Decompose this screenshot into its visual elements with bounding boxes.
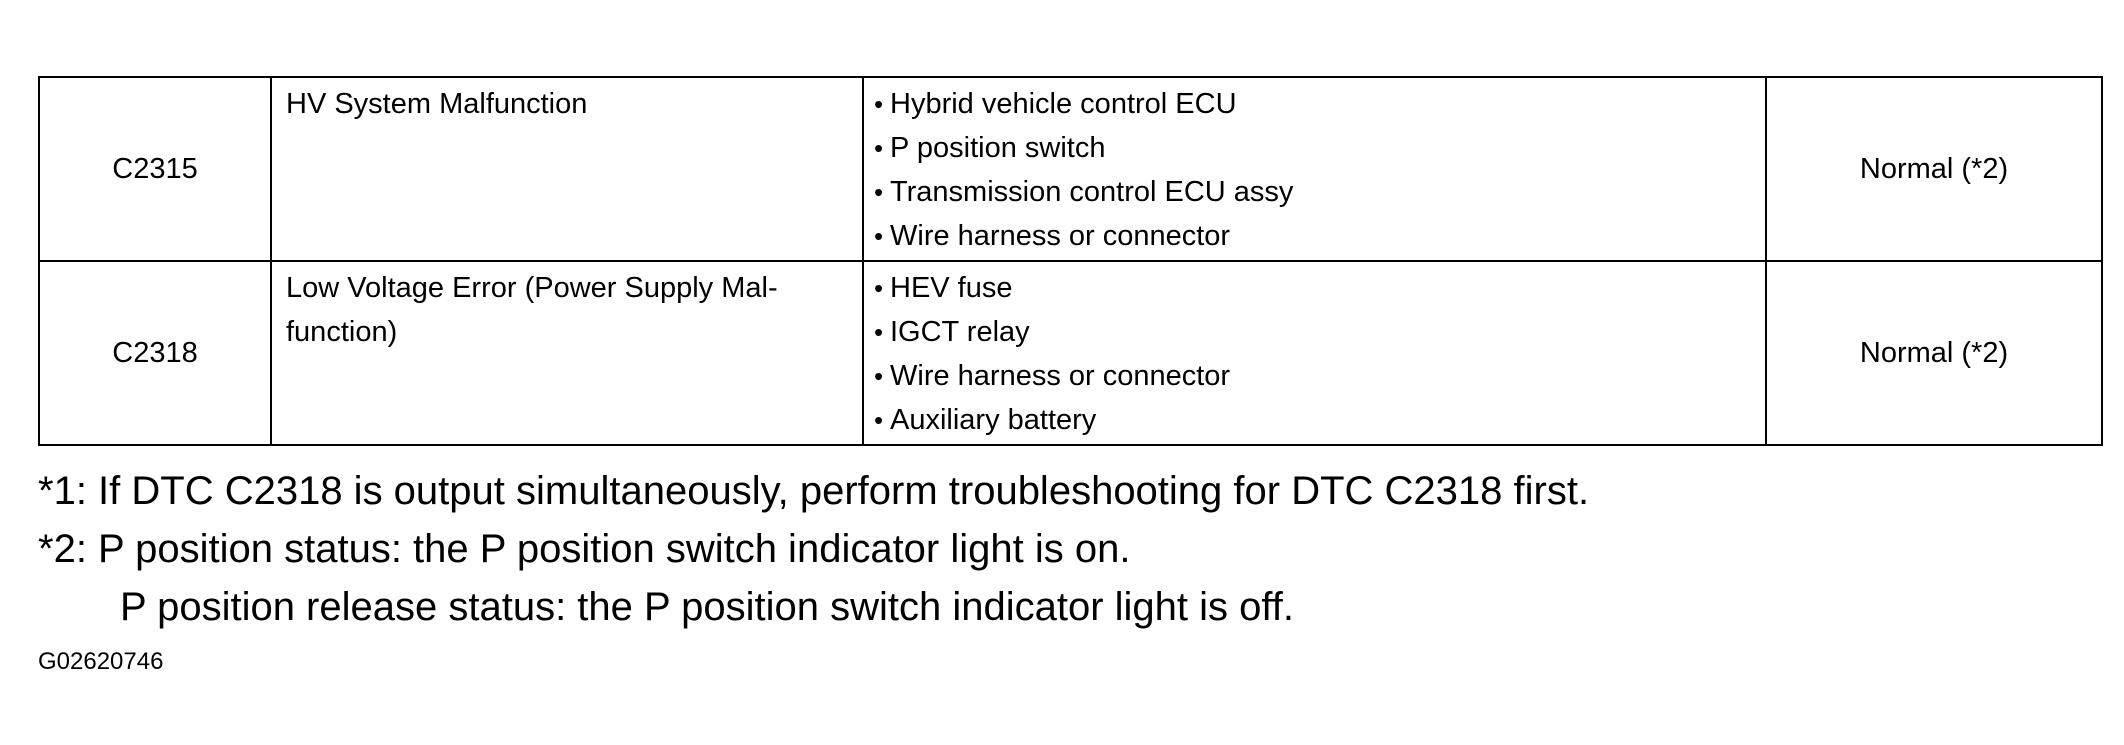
list-item: P position switch (874, 126, 1759, 170)
list-item: IGCT relay (874, 310, 1759, 354)
table-row: C2315 HV System Malfunction Hybrid vehic… (38, 76, 2103, 262)
list-item: Auxiliary battery (874, 398, 1759, 442)
footnotes: *1: If DTC C2318 is output simultaneousl… (38, 462, 1589, 636)
footnote-1: *1: If DTC C2318 is output simultaneousl… (38, 469, 1590, 513)
list-item: Wire harness or connector (874, 214, 1759, 258)
detection-line: function) (286, 316, 398, 348)
list-item: Wire harness or connector (874, 354, 1759, 398)
trouble-area: Hybrid vehicle control ECU P position sw… (862, 76, 1767, 262)
list-item: Hybrid vehicle control ECU (874, 82, 1759, 126)
detection-line: HV System Malfunction (286, 88, 588, 120)
trouble-area: HEV fuse IGCT relay Wire harness or conn… (862, 260, 1767, 446)
detection-line: Low Voltage Error (Power Supply Mal- (286, 272, 778, 304)
footnote-2: *2: P position status: the P position sw… (38, 527, 1131, 571)
status-value: Normal (*2) (1765, 260, 2103, 446)
table-row: C2318 Low Voltage Error (Power Supply Ma… (38, 260, 2103, 446)
trouble-area-list: HEV fuse IGCT relay Wire harness or conn… (874, 266, 1759, 442)
figure-id: G02620746 (38, 648, 164, 675)
detection-item: Low Voltage Error (Power Supply Mal- fun… (270, 260, 864, 446)
status-value: Normal (*2) (1765, 76, 2103, 262)
detection-item: HV System Malfunction (270, 76, 864, 262)
list-item: Transmission control ECU assy (874, 170, 1759, 214)
dtc-table: C2315 HV System Malfunction Hybrid vehic… (38, 76, 2103, 446)
dtc-code: C2315 (38, 76, 272, 262)
list-item: HEV fuse (874, 266, 1759, 310)
trouble-area-list: Hybrid vehicle control ECU P position sw… (874, 82, 1759, 258)
footnote-2-continuation: P position release status: the P positio… (120, 585, 1294, 629)
dtc-code: C2318 (38, 260, 272, 446)
